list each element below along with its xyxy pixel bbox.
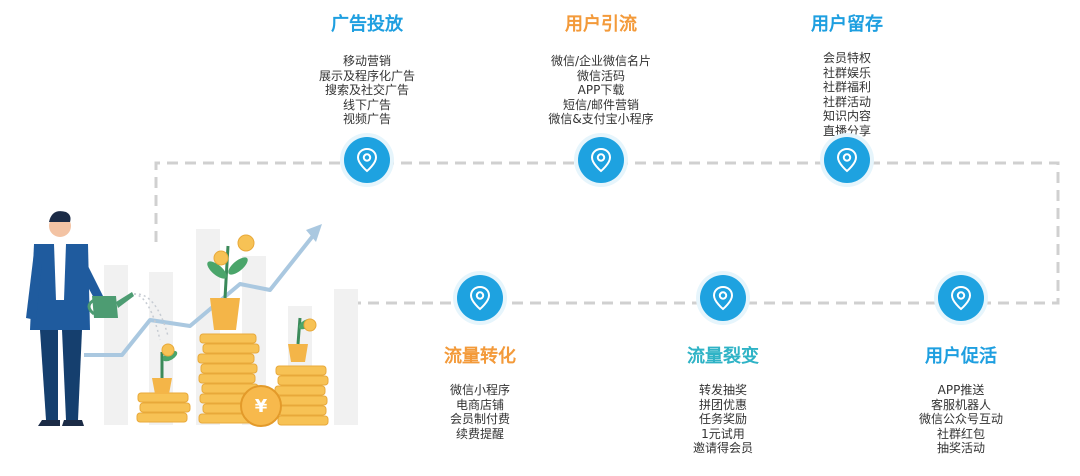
list-item: 电商店铺 [455, 397, 504, 412]
list-item: 视频广告 [342, 112, 391, 126]
list-item: 微信小程序 [449, 383, 510, 397]
list-item: 微信/企业微信名片 [550, 54, 652, 68]
stage-title-activate: 用户促活 [925, 346, 997, 367]
stage-title-convert: 流量转化 [444, 346, 516, 367]
list-item: 任务奖励 [698, 412, 747, 426]
stage-list-fission: 转发抽奖 拼团优惠 任务奖励 1元试用 邀请得会员 [623, 383, 823, 456]
businessman-figure [26, 211, 104, 426]
coin-icon [240, 385, 282, 427]
growth-line [84, 230, 318, 357]
list-item: 会员特权 [822, 51, 871, 65]
list-item: 邀请得会员 [692, 441, 753, 455]
stage-list-ad: 移动营销 展示及程序化广告 搜索及社交广告 线下广告 视频广告 [267, 54, 467, 127]
list-item: 展示及程序化广告 [318, 68, 415, 83]
list-item: 转发抽奖 [698, 383, 747, 397]
stage-list-retain: 会员特权 社群娱乐 社群福利 社群活动 知识内容 直播分享 [747, 51, 947, 138]
list-item: 社群娱乐 [822, 65, 871, 80]
stage-list-convert: 微信小程序 电商店铺 会员制付费 续费提醒 [380, 383, 580, 441]
list-item: APP推送 [937, 383, 985, 397]
list-item: 微信公众号互动 [918, 412, 1003, 426]
list-item: 1元试用 [701, 426, 745, 441]
coin-symbol: ¥ [255, 396, 268, 417]
stage-title-fission: 流量裂变 [687, 346, 759, 367]
list-item: 直播分享 [822, 123, 871, 138]
list-item: 搜索及社交广告 [324, 83, 409, 97]
stage-list-acquire: 微信/企业微信名片 微信活码 APP下载 短信/邮件营销 微信&支付宝小程序 [501, 54, 701, 127]
bg-bar [334, 289, 358, 425]
list-item: 微信&支付宝小程序 [548, 112, 654, 126]
stage-title-retain: 用户留存 [811, 14, 883, 35]
list-item: APP下载 [577, 83, 625, 97]
list-item: 线下广告 [342, 97, 391, 112]
bg-bar [104, 265, 128, 425]
list-item: 社群活动 [822, 94, 871, 109]
location-pin-icon [457, 275, 503, 321]
location-pin-icon [824, 137, 870, 183]
stage-title-ad: 广告投放 [331, 14, 403, 35]
list-item: 客服机器人 [930, 397, 991, 412]
list-item: 续费提醒 [455, 426, 504, 441]
list-item: 社群红包 [936, 426, 985, 441]
stage-title-acquire: 用户引流 [565, 14, 637, 35]
stage-list-activate: APP推送 客服机器人 微信公众号互动 社群红包 抽奖活动 [861, 383, 1061, 456]
list-item: 移动营销 [342, 54, 391, 68]
location-pin-icon [344, 137, 390, 183]
list-item: 拼团优惠 [698, 397, 747, 412]
list-item: 抽奖活动 [936, 441, 985, 455]
watering-can-icon [87, 292, 134, 318]
list-item: 社群福利 [822, 80, 871, 94]
location-pin-icon [700, 275, 746, 321]
location-pin-icon [578, 137, 624, 183]
list-item: 短信/邮件营销 [562, 97, 640, 112]
list-item: 微信活码 [576, 68, 625, 83]
location-pin-icon [938, 275, 984, 321]
arrow-head-icon [306, 224, 322, 242]
list-item: 会员制付费 [449, 412, 510, 426]
list-item: 知识内容 [822, 109, 871, 123]
